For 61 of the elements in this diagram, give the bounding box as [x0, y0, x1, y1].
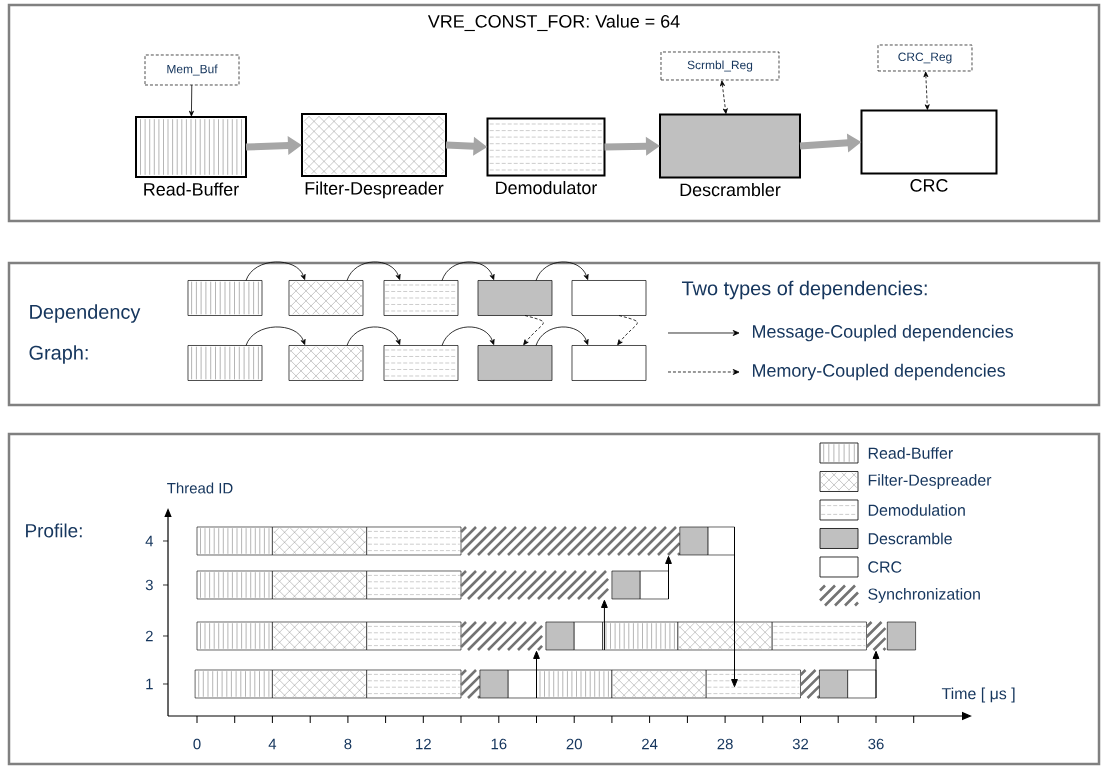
stage-box: Descrambler [659, 113, 801, 197]
axis-title: Time [ μs ] [941, 687, 1015, 703]
legend-label: Descramble [868, 532, 952, 545]
tick-label: 12 [416, 738, 431, 750]
stage-box [383, 280, 459, 316]
node-label: Demodulator [496, 181, 598, 195]
tick-label: 2 [145, 630, 153, 642]
legend-label: Message-Coupled dependencies [753, 324, 1013, 342]
tick-label: 4 [145, 535, 154, 547]
tick-label: 0 [193, 738, 201, 750]
arrow [923, 71, 930, 110]
stage-box: Read-Buffer [135, 116, 247, 196]
stage-box [571, 345, 647, 381]
tick-label: 20 [566, 738, 582, 750]
tick-label: 24 [642, 738, 658, 750]
arrow [441, 261, 495, 281]
stage-box [288, 280, 364, 316]
legend-label: Filter-Despreader [868, 474, 992, 489]
tick-label: 36 [868, 738, 884, 750]
stage-box: CRC [860, 109, 998, 192]
legend-label: Synchronization [868, 588, 980, 603]
legend-label: Read-Buffer [868, 447, 953, 459]
stage-box: Demodulator [486, 117, 606, 195]
stage-box [571, 280, 647, 316]
stage-box: Filter-Despreader [301, 113, 447, 199]
arrow [523, 315, 544, 346]
tick-label: 28 [717, 738, 733, 750]
tick-label: 16 [491, 738, 507, 750]
node-label: Read-Buffer [144, 182, 239, 196]
register-box: CRC_Reg [877, 44, 973, 72]
tick-label: 1 [146, 678, 153, 690]
stage-box [383, 345, 459, 381]
stage-box [288, 345, 364, 381]
stage-box [187, 280, 263, 316]
stage-box [187, 345, 263, 381]
axis-title: Thread ID [167, 482, 233, 494]
heading: Two types of dependencies: [682, 280, 927, 300]
tick-label: 32 [792, 738, 809, 750]
arrow [720, 80, 728, 114]
arrow [189, 84, 194, 117]
arrow [346, 326, 401, 346]
node-label: CRC [910, 179, 948, 192]
arrow [245, 326, 306, 346]
register-box: Mem_Buf [144, 54, 240, 86]
legend-label: Memory-Coupled dependencies [753, 363, 1005, 381]
legend-label: Demodulation [868, 504, 965, 516]
arrow [535, 326, 589, 346]
register-box: Scrmbl_Reg [660, 51, 780, 81]
node-label: Descrambler [680, 183, 781, 197]
arrow [245, 261, 306, 281]
tick-label: 3 [145, 579, 153, 591]
node-label: Filter-Despreader [305, 181, 444, 199]
arrow [535, 261, 589, 281]
legend-label: CRC [868, 561, 902, 573]
tick-label: 8 [344, 738, 352, 750]
stage-box [477, 345, 553, 381]
arrow [346, 261, 401, 281]
arrow [441, 326, 495, 346]
tick-label: 4 [268, 738, 277, 750]
stage-box [477, 280, 553, 316]
arrow [617, 315, 638, 346]
